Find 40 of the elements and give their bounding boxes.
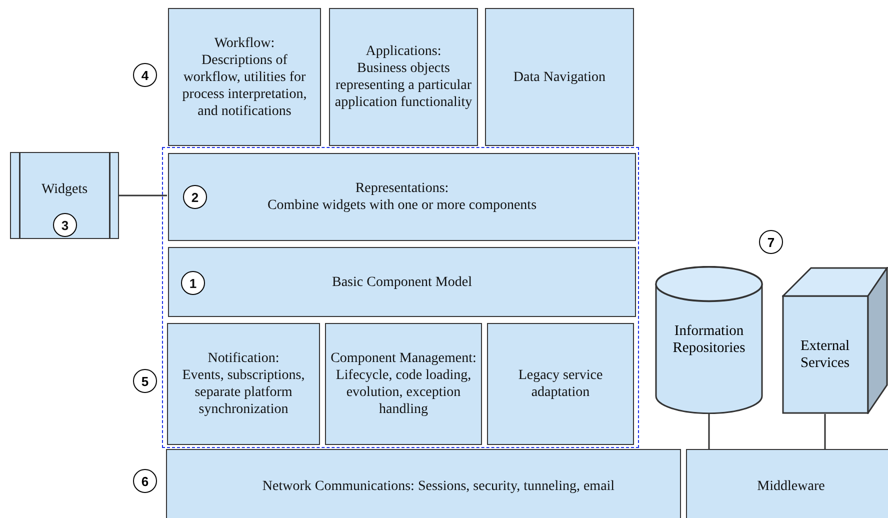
callout-number: 6 (133, 469, 157, 493)
layer-box (325, 323, 482, 445)
layer-title: Applications: (366, 43, 442, 60)
layer-label: Combine widgets with one or more components (267, 197, 537, 214)
layer-box (167, 323, 320, 445)
callout-number: 5 (133, 369, 157, 393)
layer-box (168, 153, 636, 241)
layer-label: Business objects representing a particular application functionality (334, 60, 473, 111)
connector-line (708, 414, 710, 449)
layer-label: Middleware (757, 478, 825, 495)
layer-label: Descriptions of workflow, utilities for process interpretation, and notifications (181, 52, 308, 120)
layer-label: Data Navigation (513, 68, 606, 86)
layer-title: Component Management: (330, 350, 476, 367)
layer-box (329, 8, 478, 146)
callout-number: 2 (183, 185, 207, 209)
callout-number: 7 (759, 230, 783, 254)
layer-title: Workflow: (214, 34, 275, 52)
layer-box (168, 8, 321, 146)
layer-label: Legacy service adaptation (517, 367, 604, 401)
layer-box (168, 247, 636, 317)
layer-label: Basic Component Model (332, 274, 472, 290)
layer-box (686, 449, 888, 518)
callout-number: 1 (181, 271, 205, 295)
layer-label: Network Communications: Sessions, security, tunneling, email (262, 478, 615, 495)
layer-box (485, 8, 634, 146)
layer-label: Information Repositories (672, 323, 746, 357)
layer-label: Lifecycle, code loading, evolution, exception handling (334, 367, 472, 418)
layer-box (166, 449, 681, 518)
process-box (10, 152, 119, 239)
layer-label: Events, subscriptions, separate platform synchronization (181, 367, 306, 418)
connector-line (119, 194, 167, 196)
layer-title: Representations: (355, 180, 449, 197)
layer-title: Notification: (208, 350, 280, 367)
dashed-group-box (162, 147, 639, 448)
layer-label: Widgets (41, 181, 88, 198)
layer-box (487, 323, 634, 445)
connector-line (824, 414, 826, 449)
callout-number: 4 (133, 63, 157, 87)
layer-label: External Services (799, 338, 851, 372)
callout-number: 3 (53, 213, 77, 237)
